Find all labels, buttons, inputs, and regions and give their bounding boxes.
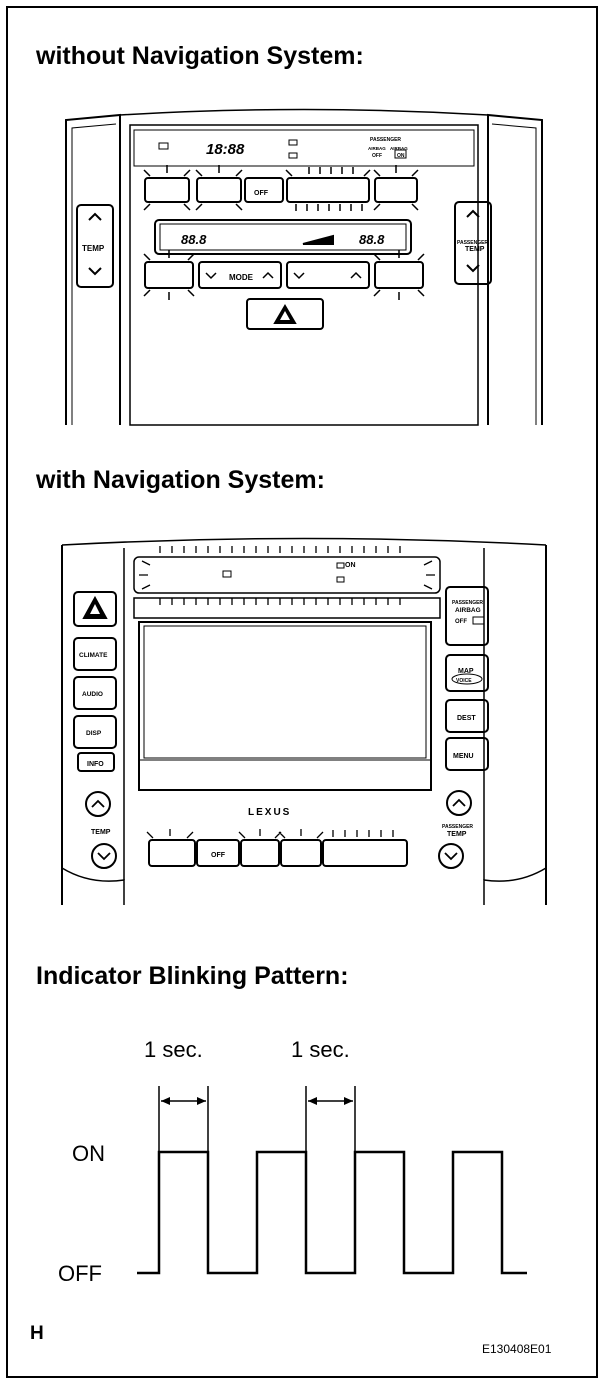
dest-label: DEST bbox=[457, 715, 476, 722]
passenger-temp-button[interactable] bbox=[454, 201, 492, 285]
on-level-label: ON bbox=[72, 1141, 105, 1166]
driver-temp-button[interactable] bbox=[76, 204, 114, 288]
dimension-arrowheads bbox=[161, 1097, 353, 1105]
map-voice-button[interactable] bbox=[445, 654, 489, 692]
passenger-temp-down-button[interactable] bbox=[438, 843, 464, 869]
airbag-on-label: AIRBAG bbox=[390, 146, 408, 151]
climate-button[interactable] bbox=[73, 637, 117, 671]
passenger-temp-label-line1: PASSENGER bbox=[457, 240, 488, 246]
off-level-label: OFF bbox=[58, 1261, 102, 1286]
airbag-on-text: ON bbox=[397, 153, 405, 159]
passenger-temp-nav-line1: PASSENGER bbox=[442, 824, 473, 830]
airbag-off-text: OFF bbox=[372, 153, 382, 159]
voice-label: VOICE bbox=[456, 678, 472, 684]
passenger-airbag-nav-line2: AIRBAG bbox=[455, 607, 481, 614]
map-label: MAP bbox=[458, 668, 474, 675]
section-letter: H bbox=[30, 1323, 44, 1344]
mode-button[interactable] bbox=[198, 261, 282, 289]
passenger-airbag-nav-line1: PASSENGER bbox=[452, 600, 483, 606]
heading-without-navigation: without Navigation System: bbox=[36, 42, 364, 70]
clock-display: 18:88 bbox=[206, 141, 245, 158]
info-label: INFO bbox=[87, 761, 104, 768]
airbag-off-label: AIRBAG bbox=[368, 146, 386, 151]
fan-off-label: OFF bbox=[254, 190, 269, 197]
driver-temp-label: TEMP bbox=[82, 244, 105, 253]
disp-button[interactable] bbox=[73, 715, 117, 749]
climate-label: CLIMATE bbox=[79, 652, 108, 659]
brand-logo: LEXUS bbox=[248, 807, 291, 818]
climate-panel-without-navigation bbox=[65, 108, 543, 426]
driver-temp-readout: 88.8 bbox=[181, 232, 207, 247]
passenger-temp-nav-line2: TEMP bbox=[447, 831, 467, 838]
fan-off-label-nav: OFF bbox=[211, 852, 226, 859]
menu-button[interactable] bbox=[445, 737, 489, 771]
heading-blinking-pattern: Indicator Blinking Pattern: bbox=[36, 962, 349, 990]
hazard-button-nav[interactable] bbox=[73, 591, 117, 627]
passenger-temp-up-button[interactable] bbox=[446, 790, 472, 816]
heading-with-navigation: with Navigation System: bbox=[36, 466, 325, 494]
fan-speed-button[interactable] bbox=[286, 261, 370, 289]
hazard-button[interactable] bbox=[246, 298, 324, 330]
mode-label: MODE bbox=[229, 273, 254, 282]
figure-code: E130408E01 bbox=[482, 1342, 552, 1356]
disp-label: DISP bbox=[86, 730, 102, 737]
menu-label: MENU bbox=[453, 753, 474, 760]
fan-level-indicator bbox=[302, 234, 334, 245]
climate-panel-with-navigation bbox=[61, 537, 547, 905]
audio-label: AUDIO bbox=[82, 691, 103, 698]
passenger-temp-readout: 88.8 bbox=[359, 232, 385, 247]
interval-label-2: 1 sec. bbox=[291, 1037, 350, 1062]
passenger-airbag-title: PASSENGER bbox=[370, 137, 401, 143]
passenger-airbag-nav-line3: OFF bbox=[455, 619, 467, 625]
driver-temp-label-nav: TEMP bbox=[91, 829, 111, 836]
driver-temp-down-button[interactable] bbox=[91, 843, 117, 869]
dest-button[interactable] bbox=[445, 699, 489, 733]
audio-button[interactable] bbox=[73, 676, 117, 710]
driver-temp-up-button[interactable] bbox=[85, 791, 111, 817]
status-on-label: ON bbox=[345, 562, 356, 569]
info-button[interactable] bbox=[77, 752, 115, 772]
figure-frame bbox=[6, 6, 598, 1378]
interval-label-1: 1 sec. bbox=[144, 1037, 203, 1062]
blinking-pattern-chart bbox=[137, 1086, 527, 1275]
passenger-temp-label-line2: TEMP bbox=[465, 246, 485, 253]
blink-waveform bbox=[137, 1150, 527, 1275]
